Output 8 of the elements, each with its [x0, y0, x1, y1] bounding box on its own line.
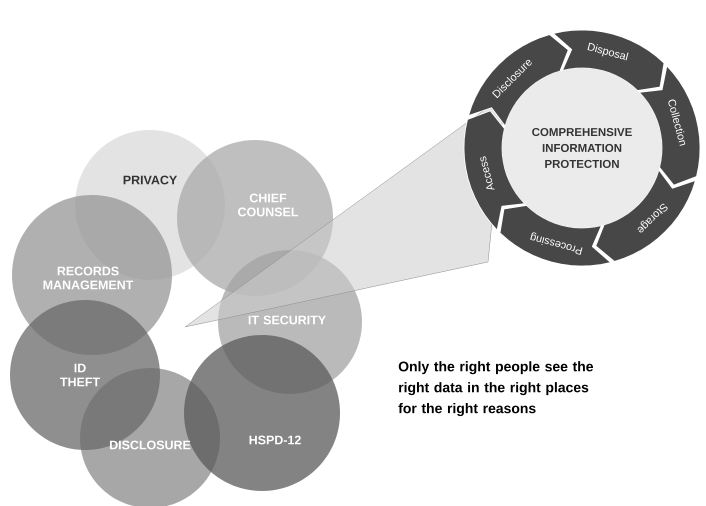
circle-label: RECORDS MANAGEMENT [44, 266, 134, 290]
circle-label: IT SECURITY [248, 316, 326, 324]
circle-label: ID THEFT [60, 364, 100, 386]
circle-label: PRIVACY [124, 176, 178, 184]
circle-label: DISCLOSURE [110, 440, 190, 450]
circle-label: CHIEF COUNSEL [238, 194, 298, 216]
circle-label: HSPD-12 [250, 436, 301, 444]
slogan-text: Only the right people see the right data in the right places for the right reasons [398, 361, 594, 416]
